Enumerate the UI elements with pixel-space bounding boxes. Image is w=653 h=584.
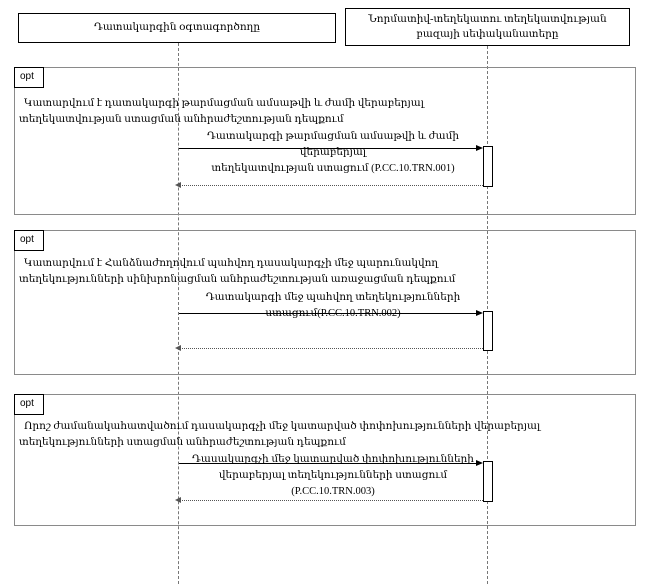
return-2-arrow[interactable] [180,348,483,349]
activation-bar-1 [483,146,493,187]
message-2-arrow[interactable] [179,313,476,314]
message-1-label-line-1: Դատակարգի թարմացման ամսաթվի և ժամի վերաբ… [207,131,459,158]
message-2-arrowhead-icon [476,309,483,316]
opt-fragment-2-guard-line-1: Կատարվում է Հանձնաժողովում պահվող դասակա… [24,258,439,269]
return-1-arrowhead-icon [175,182,181,188]
message-1-label-line-2: տեղեկատվության ստացում (P.CC.10.TRN.001) [211,163,455,174]
opt-fragment-2-guard-line-2: տեղեկությունների սինխրոնացման անհրաժեշտո… [19,274,456,285]
lifeline-head-owner-label: Նորմատիվ-տեղեկատու տեղեկատվության բազայի… [368,13,607,40]
lifeline-head-actor-label: Դատակարգին օգտագործողը [93,22,261,34]
activation-bar-2 [483,311,493,351]
lifeline-actor [178,43,179,584]
opt-fragment-3-operator: opt [14,394,44,415]
opt-fragment-1-operator: opt [14,67,44,88]
lifeline-head-actor[interactable]: Դատակարգին օգտագործողը [18,13,336,43]
opt-fragment-1-guard-line-2: տեղեկատվության ստացման անհրաժեշտության դ… [19,114,344,125]
message-2-label: Դատակարգի մեջ պահվող տեղեկությունների ստ… [178,290,488,322]
return-1-arrow[interactable] [180,185,483,186]
message-1-arrowhead-icon [476,144,483,151]
message-2-label-line-1: Դատակարգի մեջ պահվող տեղեկությունների [205,292,461,303]
opt-fragment-1[interactable]: opt [14,67,636,215]
message-3-arrow[interactable] [179,463,476,464]
message-3-label-line-1: Դասակարգչի մեջ կատարված փոփոխությունների [192,454,474,465]
opt-fragment-3-guard-line-2: տեղեկությունների ստացման անհրաժեշտության… [19,437,346,448]
opt-fragment-1-guard-line-1: Կատարվում է դատակարգի թարմացման ամսաթվի … [24,98,424,109]
lifeline-head-owner[interactable]: Նորմատիվ-տեղեկատու տեղեկատվության բազայի… [345,8,630,46]
return-3-arrowhead-icon [175,497,181,503]
message-3-label-line-2: վերաբերյալ տեղեկությունների ստացում (P.C… [218,470,448,497]
message-3-arrowhead-icon [476,459,483,466]
return-2-arrowhead-icon [175,345,181,351]
activation-bar-3 [483,461,493,502]
message-3-label: Դասակարգչի մեջ կատարված փոփոխությունների… [178,452,488,500]
opt-fragment-2[interactable]: opt [14,230,636,375]
opt-fragment-3-guard-line-1: Որոշ ժամանակահատվածում դասակարգչի մեջ կա… [24,421,541,432]
opt-fragment-2-operator: opt [14,230,44,251]
return-3-arrow[interactable] [180,500,483,501]
opt-fragment-3[interactable]: opt [14,394,636,526]
message-1-label: Դատակարգի թարմացման ամսաթվի և ժամի վերաբ… [178,129,488,177]
message-1-arrow[interactable] [179,148,476,149]
message-2-label-line-2: ստացում(P.CC.10.TRN.002) [265,308,401,319]
